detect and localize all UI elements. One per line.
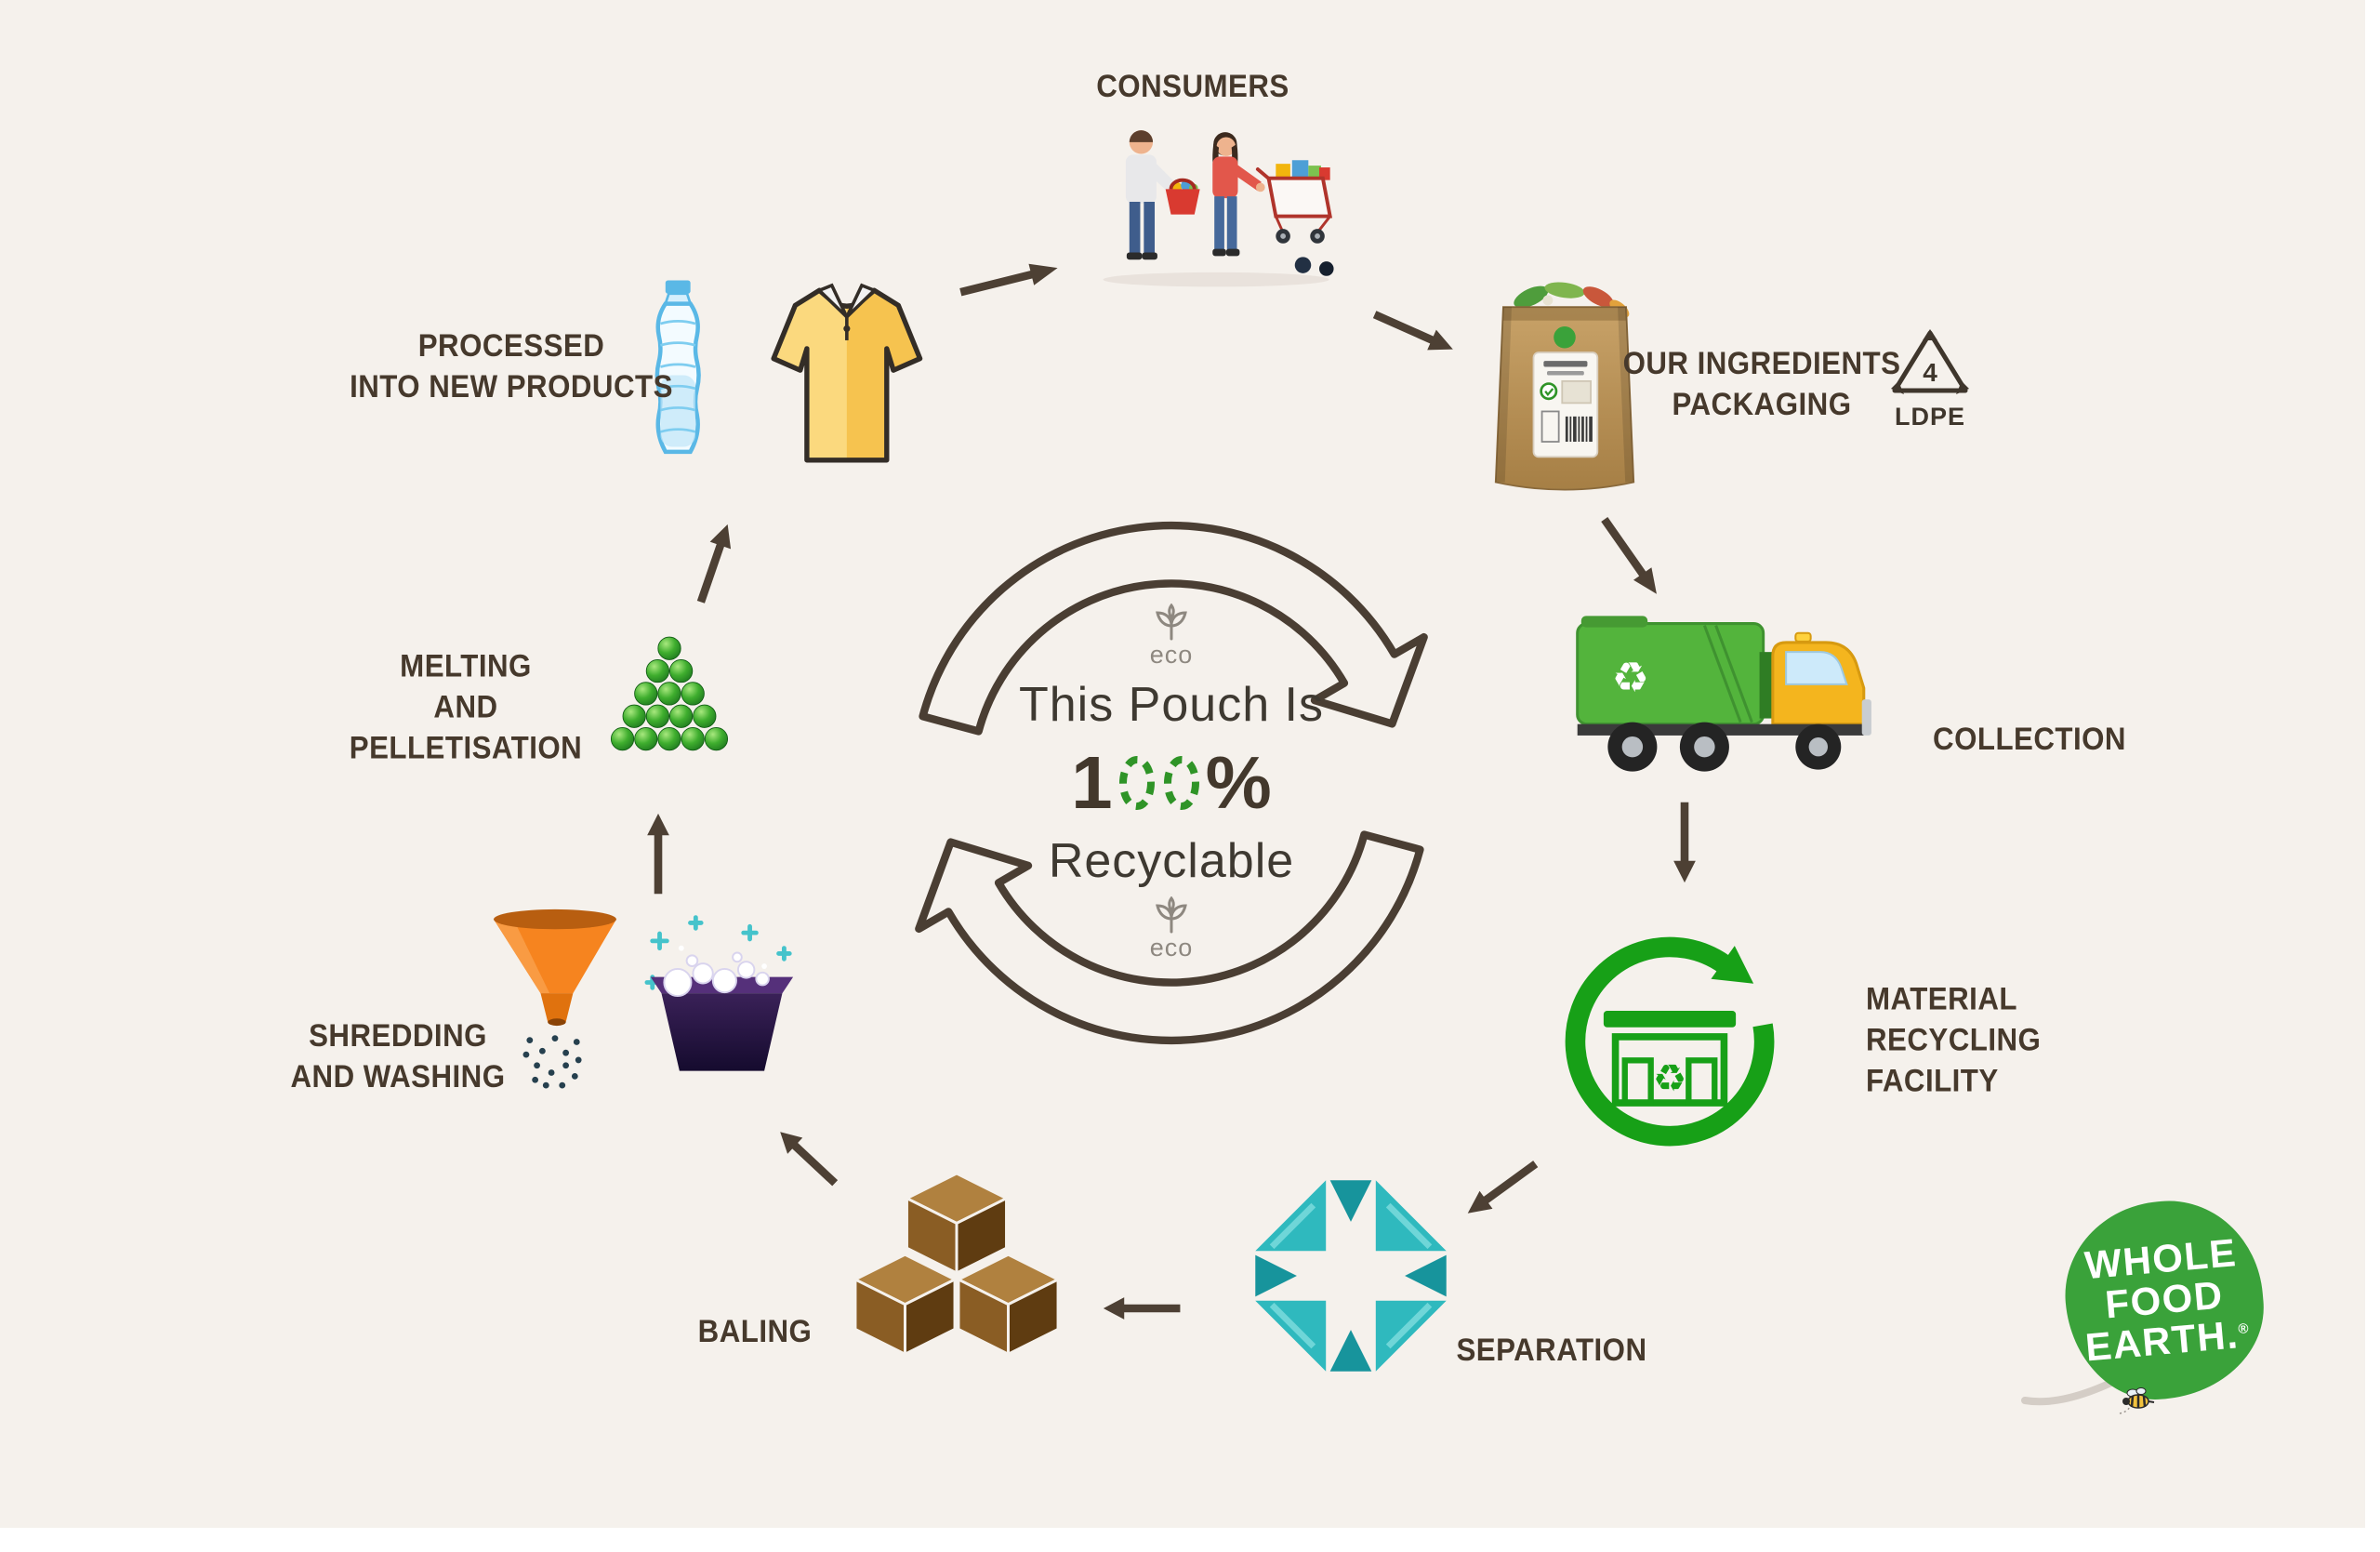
label-packaging: OUR INGREDIENTS PACKAGING — [1623, 343, 1901, 425]
garbage-truck-icon: ♻ — [1571, 597, 1895, 787]
cycle-arrows-icon — [891, 502, 1452, 1064]
ldpe-number: 4 — [1923, 358, 1937, 387]
page-margin-right — [2365, 0, 2380, 1552]
label-melting-line3: PELLETISATION — [349, 731, 583, 767]
flow-arrow-baling-to-shredding — [771, 1121, 846, 1194]
eco-badge-top: eco — [1150, 604, 1194, 670]
new-products-icon — [632, 275, 948, 484]
label-mrf-line1: MATERIAL — [1866, 981, 2017, 1017]
page-margin-bottom — [0, 1528, 2380, 1552]
separation-icon — [1226, 1151, 1475, 1400]
badge-line2: Recyclable — [1048, 834, 1295, 888]
consumers-icon — [1090, 110, 1352, 294]
label-melting-line2: AND — [433, 689, 498, 725]
flow-arrow-mrf-to-separation — [1460, 1152, 1546, 1225]
flow-arrow-melting-to-products — [688, 519, 740, 608]
ldpe-label: LDPE — [1894, 403, 1965, 431]
shredding-washing-icon — [483, 907, 808, 1119]
pellets-icon — [576, 630, 762, 768]
recycle-glyph: ♻ — [1653, 1055, 1686, 1100]
label-packaging-line1: OUR INGREDIENTS — [1622, 345, 1901, 381]
digit-one: 1 — [1071, 741, 1113, 824]
label-consumers: CONSUMERS — [1096, 66, 1289, 107]
digit-zero-icon — [1163, 756, 1199, 810]
baling-cubes-icon — [832, 1166, 1081, 1378]
flow-arrow-consumers-to-packaging — [1367, 301, 1459, 362]
percent-sign: % — [1205, 741, 1272, 824]
percent-100: 1 % — [1071, 740, 1272, 826]
label-baling-text: BALING — [697, 1313, 813, 1349]
flow-arrow-shredding-to-melting — [645, 813, 671, 896]
label-processed-line1: PROCESSED — [417, 327, 605, 364]
label-collection: COLLECTION — [1933, 719, 2126, 760]
flow-arrow-collection-to-mrf — [1672, 800, 1698, 883]
label-shredding-line1: SHREDDING — [309, 1017, 487, 1054]
center-badge: eco This Pouch Is 1 % Recyclable — [1019, 604, 1324, 962]
eco-word-top: eco — [1149, 641, 1194, 669]
label-melting: MELTING AND PELLETISATION — [350, 646, 582, 770]
product-pouch-icon — [1485, 273, 1645, 504]
label-packaging-line2: PACKAGING — [1672, 387, 1852, 422]
ldpe-symbol: 4 LDPE — [1887, 327, 1973, 431]
recycling-facility-icon: ♻ — [1552, 923, 1788, 1160]
label-consumers-text: CONSUMERS — [1096, 68, 1289, 104]
registered-mark: ® — [2237, 1320, 2251, 1337]
label-processed-line2: INTO NEW PRODUCTS — [350, 369, 673, 405]
flow-arrow-products-to-consumers — [955, 255, 1062, 305]
eco-badge-bottom: eco — [1150, 896, 1194, 962]
label-mrf-line2: RECYCLING — [1866, 1022, 2042, 1058]
recycle-glyph: ♻ — [1612, 653, 1649, 702]
label-separation: SEPARATION — [1456, 1330, 1646, 1371]
eco-leaf-icon — [1156, 896, 1187, 934]
label-collection-text: COLLECTION — [1933, 721, 2126, 757]
bee-icon — [2118, 1384, 2159, 1415]
badge-line1: This Pouch Is — [1018, 678, 1325, 732]
label-separation-text: SEPARATION — [1456, 1332, 1647, 1368]
label-melting-line1: MELTING — [400, 648, 532, 684]
label-shredding-line2: AND WASHING — [290, 1059, 506, 1094]
label-shredding: SHREDDING AND WASHING — [291, 1015, 506, 1097]
eco-leaf-icon — [1156, 604, 1187, 641]
label-mrf-line3: FACILITY — [1866, 1064, 1999, 1100]
flow-arrow-separation-to-baling — [1103, 1295, 1183, 1321]
label-processed: PROCESSED INTO NEW PRODUCTS — [350, 325, 673, 407]
label-mrf: MATERIAL RECYCLING FACILITY — [1866, 979, 2041, 1103]
eco-word-bottom: eco — [1149, 934, 1194, 962]
digit-zero-icon — [1118, 756, 1155, 810]
recycling-triangle-icon: 4 — [1891, 329, 1969, 394]
flow-arrow-packaging-to-collection — [1593, 510, 1668, 603]
label-baling: BALING — [698, 1311, 813, 1352]
